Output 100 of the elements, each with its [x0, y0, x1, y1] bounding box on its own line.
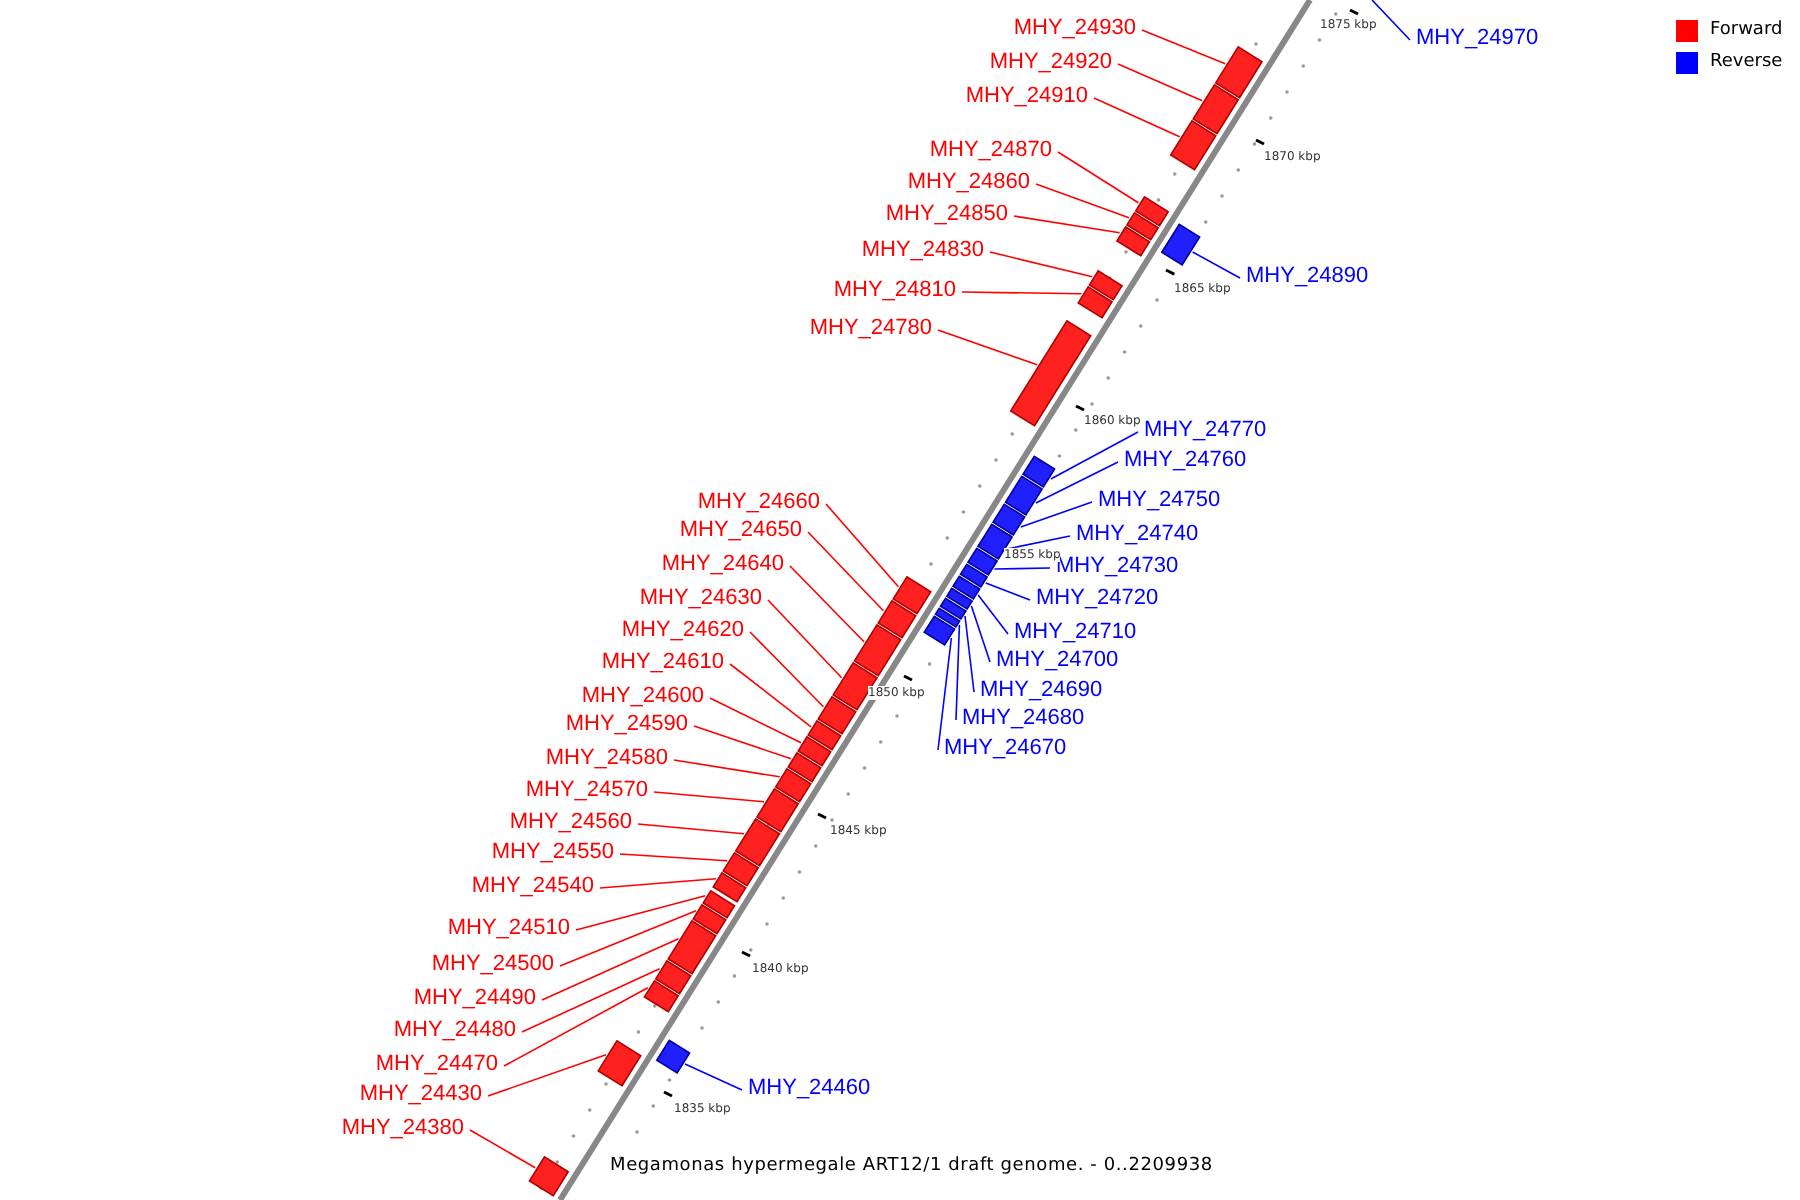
gene-label: MHY_24760 — [1124, 448, 1247, 474]
gene-label: MHY_24860 — [907, 170, 1030, 196]
gene-block — [1004, 475, 1044, 517]
gene-label: MHY_24570 — [525, 778, 648, 804]
gene-block — [655, 1039, 691, 1075]
leader-line — [619, 853, 728, 862]
gene-block — [643, 979, 680, 1013]
gene-label: MHY_24580 — [545, 746, 668, 772]
gene-label: MHY_24920 — [989, 50, 1112, 76]
gene-block — [722, 851, 760, 887]
gene-label: MHY_24590 — [565, 712, 688, 738]
gene-block — [797, 735, 832, 767]
gene-label: MHY_24770 — [1144, 418, 1267, 444]
gene-block — [951, 575, 981, 601]
leader-line — [1050, 431, 1139, 480]
leader-line — [1035, 461, 1119, 504]
leader-line — [637, 823, 745, 835]
leader-line — [749, 631, 825, 708]
gene-label: MHY_24490 — [413, 986, 536, 1012]
gene-label: MHY_24550 — [491, 840, 614, 866]
leader-line — [653, 791, 765, 803]
leader-line — [993, 567, 1051, 570]
leader-line — [1371, 0, 1411, 41]
gene-block — [1169, 119, 1217, 171]
gene-block — [1021, 455, 1056, 489]
leader-line — [1035, 183, 1130, 219]
gene-label: MHY_24380 — [341, 1116, 464, 1142]
gene-label: MHY_24430 — [359, 1082, 482, 1108]
gene-label: MHY_24970 — [1416, 26, 1539, 52]
leader-line — [709, 697, 802, 744]
leader-line — [970, 605, 991, 663]
gene-block — [1125, 211, 1160, 241]
leader-line — [503, 987, 649, 1067]
gene-label: MHY_24710 — [1014, 620, 1137, 646]
gene-block — [945, 587, 974, 611]
gene-label: MHY_24650 — [679, 518, 802, 544]
gene-label: MHY_24660 — [697, 490, 820, 516]
leader-line — [599, 878, 717, 889]
leader-line — [825, 503, 900, 588]
gene-block — [934, 607, 961, 629]
gene-block — [1088, 269, 1124, 301]
leader-line — [693, 725, 792, 760]
leader-line — [559, 910, 697, 967]
leader-line — [729, 663, 812, 728]
gene-label: MHY_24620 — [621, 618, 744, 644]
gene-label: MHY_24720 — [1036, 586, 1159, 612]
gene-label: MHY_24930 — [1013, 16, 1136, 42]
gene-label: MHY_24780 — [809, 316, 932, 342]
leader-line — [789, 565, 865, 643]
leader-line — [684, 1063, 743, 1091]
gene-block — [923, 615, 956, 647]
gene-block — [939, 597, 967, 621]
leader-line — [1057, 151, 1140, 204]
gene-block — [959, 563, 989, 589]
gene-block — [991, 503, 1026, 537]
gene-label: MHY_24600 — [581, 684, 704, 710]
gene-label: MHY_24670 — [944, 736, 1067, 762]
gene-label: MHY_24560 — [509, 810, 632, 836]
gene-label: MHY_24680 — [962, 706, 1085, 732]
gene-label: MHY_24510 — [447, 916, 570, 942]
leader-line — [575, 895, 706, 931]
gene-label: MHY_24850 — [885, 202, 1008, 228]
gene-label: MHY_24830 — [861, 238, 984, 264]
gene-block — [712, 871, 747, 903]
leader-line — [767, 599, 843, 679]
leader-line — [989, 251, 1093, 278]
gene-block — [966, 547, 999, 577]
leader-line — [1117, 63, 1203, 102]
gene-block — [1115, 225, 1151, 257]
leader-line — [487, 1054, 607, 1097]
gene-block — [755, 787, 800, 833]
leader-line — [541, 938, 680, 1001]
leader-line — [673, 759, 781, 778]
gene-label: MHY_24750 — [1098, 488, 1221, 514]
gene-block — [692, 903, 727, 935]
gene-block — [597, 1039, 642, 1087]
leader-line — [961, 291, 1083, 295]
leader-line — [1141, 29, 1226, 65]
leader-line — [964, 615, 975, 693]
gene-label: MHY_24700 — [996, 648, 1119, 674]
gene-label: MHY_24890 — [1246, 264, 1369, 290]
gene-label: MHY_24810 — [833, 278, 956, 304]
leader-line — [1013, 215, 1121, 234]
gene-label: MHY_24870 — [929, 138, 1052, 164]
leader-line — [1191, 251, 1241, 279]
leader-line — [937, 329, 1038, 366]
gene-block — [774, 767, 812, 803]
gene-block — [807, 719, 842, 751]
gene-label: MHY_24460 — [748, 1076, 871, 1102]
leader-line — [469, 1129, 536, 1169]
gene-block — [734, 817, 781, 867]
gene-block — [1160, 223, 1201, 267]
gene-label: MHY_24610 — [601, 650, 724, 676]
leader-line — [977, 594, 1009, 635]
gene-block — [1214, 45, 1264, 99]
leader-line — [807, 531, 885, 612]
gene-block — [877, 599, 917, 639]
gene-block — [1077, 285, 1114, 319]
gene-label: MHY_24500 — [431, 952, 554, 978]
gene-block — [853, 623, 902, 677]
